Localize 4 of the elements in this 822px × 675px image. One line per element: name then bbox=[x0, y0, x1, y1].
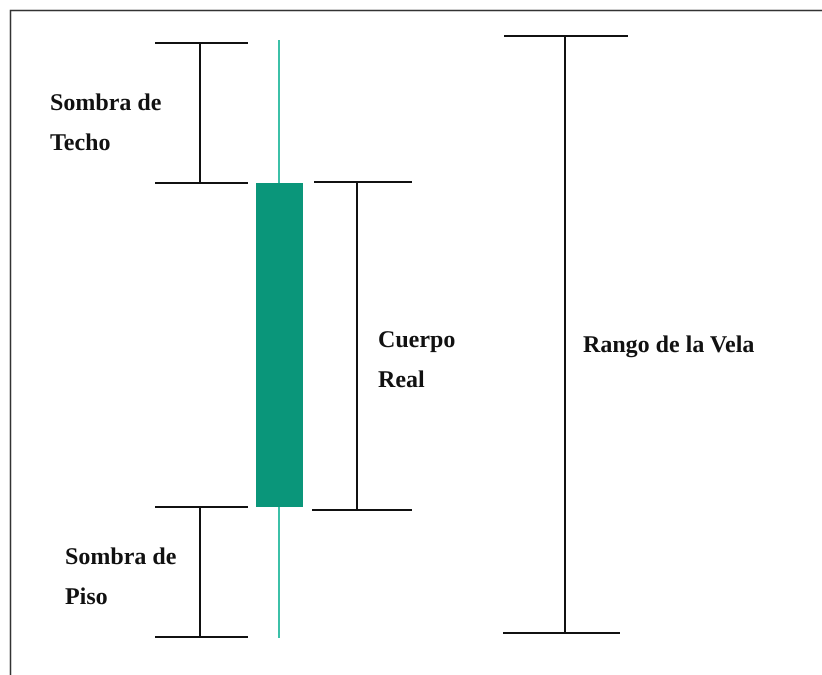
dimension-label: Sombra de Piso bbox=[65, 543, 178, 612]
dimension-label: Rango de la Vela bbox=[583, 331, 754, 360]
dimension-label: Cuerpo Real bbox=[378, 326, 456, 395]
dimension-label: Sombra de Techo bbox=[50, 89, 162, 158]
